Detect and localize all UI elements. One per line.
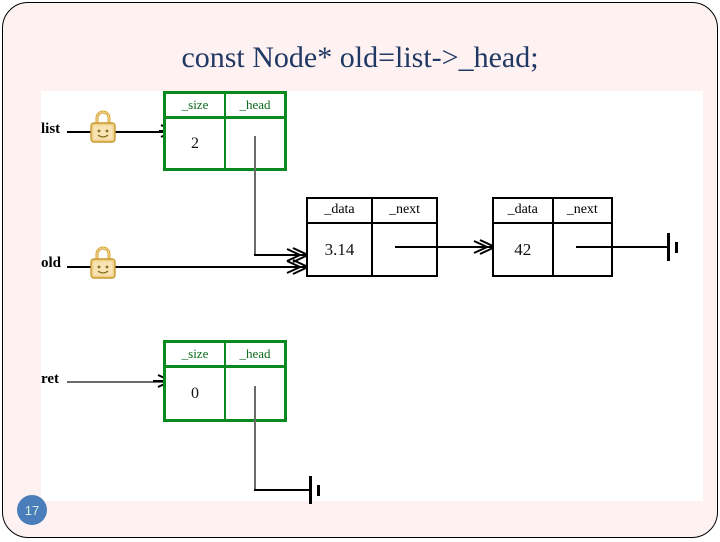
struct-ret-body: 0 — [166, 368, 284, 419]
node-2: _data _next 42 — [492, 197, 613, 277]
variable-label-ret: ret — [41, 371, 60, 387]
node-2-header-next: _next — [566, 202, 598, 217]
node-1-body: 3.14 — [308, 224, 436, 275]
padlock-icon — [87, 243, 119, 288]
page-title: const Node* old=list->_head; — [181, 41, 539, 74]
struct-ret-header: _size _head — [166, 343, 284, 368]
page-number-badge: 17 — [17, 495, 47, 525]
struct-ret-header-size: _size — [166, 343, 226, 365]
node-2-data-value: 42 — [494, 224, 554, 275]
node-2-body: 42 — [494, 224, 611, 275]
struct-list-header: _size _head — [166, 94, 284, 119]
struct-list-header-size: _size — [166, 94, 226, 116]
pointer-line-old — [67, 266, 289, 268]
struct-ret: _size _head 0 — [163, 340, 287, 422]
pointer-line-ret-head-horizontal — [254, 489, 311, 491]
node-1-header-data: _data — [308, 199, 373, 222]
struct-list-size-value: 2 — [166, 119, 226, 168]
struct-ret-size-value: 0 — [166, 368, 226, 419]
struct-list: _size _head 2 — [163, 91, 287, 171]
node-1-header-next: _next — [388, 202, 421, 217]
pointer-line-list-head-horizontal — [254, 254, 292, 256]
node-1-next-value — [373, 224, 436, 275]
variable-label-list: list — [41, 121, 61, 137]
pointer-line-node2-next — [576, 246, 668, 248]
node-2-header-data: _data — [494, 199, 554, 222]
node-1-header: _data _next — [308, 199, 436, 224]
node-2-header: _data _next — [494, 199, 611, 224]
pointer-line-ret-head-vertical — [254, 386, 256, 491]
diagram-canvas: list _size — [41, 91, 703, 504]
struct-list-header-head: _head — [239, 97, 271, 112]
struct-list-body: 2 — [166, 119, 284, 168]
pointer-line-list-head-vertical — [254, 136, 256, 256]
struct-ret-header-head: _head — [239, 346, 271, 361]
node-2-next-value — [554, 224, 612, 275]
variable-label-old: old — [41, 255, 62, 271]
arrow-right-icon — [281, 258, 311, 276]
pointer-line-node1-next — [395, 246, 505, 248]
pointer-line-ret — [67, 381, 167, 383]
padlock-icon — [87, 107, 119, 152]
pointer-line-list — [67, 131, 177, 133]
node-1-data-value: 3.14 — [308, 224, 373, 275]
node-1: _data _next 3.14 — [306, 197, 438, 277]
